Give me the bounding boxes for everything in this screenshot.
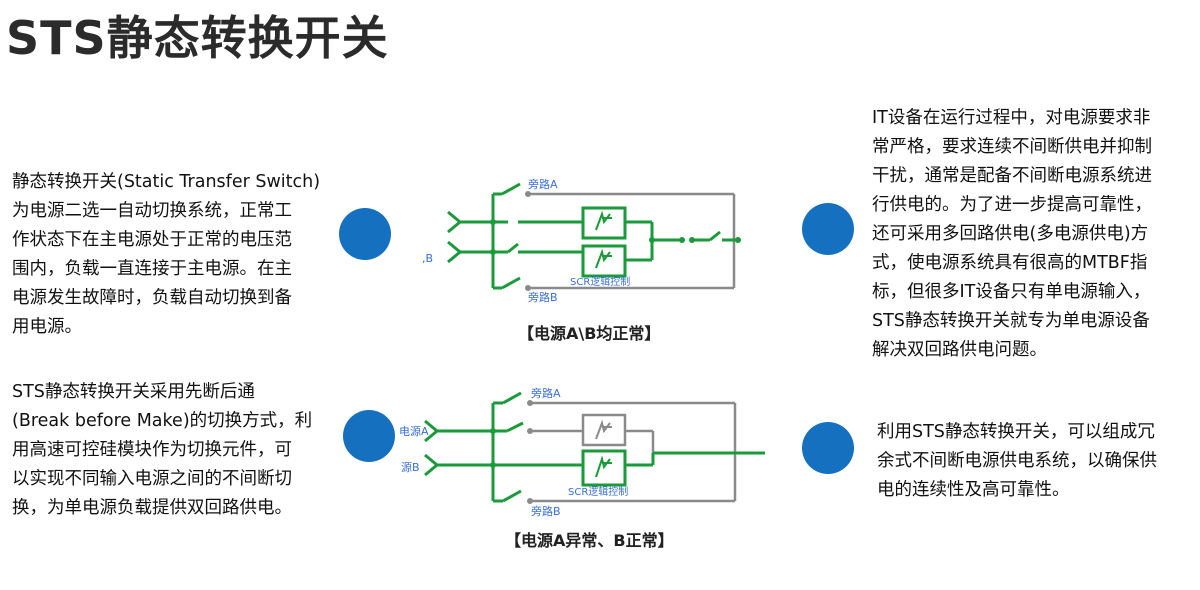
text-line: 解决双回路供电问题。 bbox=[872, 340, 1047, 360]
switch-contact bbox=[525, 191, 531, 197]
active-circuit bbox=[447, 182, 738, 290]
page-title: STS静态转换开关 bbox=[6, 11, 389, 65]
text-line: 静态转换开关(Static Transfer Switch) bbox=[12, 172, 321, 192]
source-a-label: 电源A bbox=[399, 424, 429, 438]
sts-diagram-a-failure: 旁路A 旁路B SCR逻辑控制 电源A 源B bbox=[399, 386, 765, 518]
text-line: (Break before Make)的切换方式，利 bbox=[12, 411, 313, 431]
text-line: 电的连续性及高可靠性。 bbox=[877, 480, 1070, 500]
sts-diagram-normal: 旁路A 旁路B SCR逻辑控制 ,B bbox=[422, 177, 741, 304]
junction-dots bbox=[490, 428, 496, 468]
switch-contact bbox=[527, 428, 533, 434]
text-line: 常严格，要求连续不间断供电并抑制 bbox=[872, 137, 1152, 157]
scr-logic-label: SCR逻辑控制 bbox=[570, 275, 630, 288]
switch-contact bbox=[527, 400, 533, 406]
text-line: 换，为单电源负载提供双回路供电。 bbox=[12, 498, 292, 518]
switch-contact bbox=[527, 498, 533, 504]
active-scr-symbol bbox=[595, 455, 612, 478]
text-line: 余式不间断电源供电系统，以确保供 bbox=[877, 451, 1157, 471]
text-line: 标，但很多IT设备只有单电源输入， bbox=[872, 282, 1151, 302]
source-b-label: ,B bbox=[422, 252, 433, 265]
sts-definition-text: 静态转换开关(Static Transfer Switch) 为电源二选一自动切… bbox=[12, 168, 342, 342]
bypass-a-label: 旁路A bbox=[531, 386, 561, 400]
active-circuit bbox=[424, 391, 765, 503]
scr-logic-label: SCR逻辑控制 bbox=[568, 485, 628, 498]
bypass-a-label: 旁路A bbox=[528, 177, 558, 191]
bullet-dot bbox=[343, 410, 395, 462]
text-line: 围内，负载一直连接于主电源。在主 bbox=[12, 259, 292, 279]
text-line: 行供电的。为了进一步提高可靠性， bbox=[872, 195, 1152, 215]
bullet-dot bbox=[339, 208, 391, 260]
bypass-b-label: 旁路B bbox=[528, 290, 558, 304]
inactive-scr-symbol bbox=[595, 419, 612, 440]
it-power-requirement-text: IT设备在运行过程中，对电源要求非 常严格，要求连续不间断供电并抑制 干扰，通常… bbox=[872, 104, 1197, 365]
bullet-dot bbox=[802, 422, 854, 474]
text-line: 利用STS静态转换开关，可以组成冗 bbox=[877, 422, 1155, 442]
text-line: 作状态下在主电源处于正常的电压范 bbox=[12, 230, 292, 250]
text-line: 电源发生故障时，负载自动切换到备 bbox=[12, 288, 292, 308]
text-line: 以实现不同输入电源之间的不间断切 bbox=[12, 469, 292, 489]
text-line: 用高速可控硅模块作为切换元件，可 bbox=[12, 440, 292, 460]
text-line: IT设备在运行过程中，对电源要求非 bbox=[872, 108, 1151, 128]
diagram-caption-normal: 【电源A\B均正常】 bbox=[518, 324, 661, 343]
sts-switching-method-text: STS静态转换开关采用先断后通 (Break before Make)的切换方式… bbox=[12, 378, 342, 523]
source-b-label: 源B bbox=[401, 460, 420, 474]
text-line: STS静态转换开关采用先断后通 bbox=[12, 382, 255, 402]
bullet-dot bbox=[802, 203, 854, 255]
inactive-circuit bbox=[530, 401, 737, 503]
text-line: 用电源。 bbox=[12, 317, 82, 337]
text-line: 为电源二选一自动切换系统，正常工 bbox=[12, 201, 292, 221]
text-line: STS静态转换开关就专为单电源设备 bbox=[872, 311, 1150, 331]
junction-dots bbox=[490, 219, 741, 255]
diagram-caption-a-failure: 【电源A异常、B正常】 bbox=[505, 531, 674, 550]
text-line: 式，使电源系统具有很高的MTBF指 bbox=[872, 253, 1148, 273]
switch-contact bbox=[525, 285, 531, 291]
scr-symbols bbox=[595, 210, 612, 269]
text-line: 还可采用多回路供电(多电源供电)方 bbox=[872, 224, 1149, 244]
bypass-b-label: 旁路B bbox=[531, 504, 561, 518]
text-line: 干扰，通常是配备不间断电源系统进 bbox=[872, 166, 1152, 186]
redundant-system-text: 利用STS静态转换开关，可以组成冗 余式不间断电源供电系统，以确保供 电的连续性… bbox=[877, 418, 1197, 505]
